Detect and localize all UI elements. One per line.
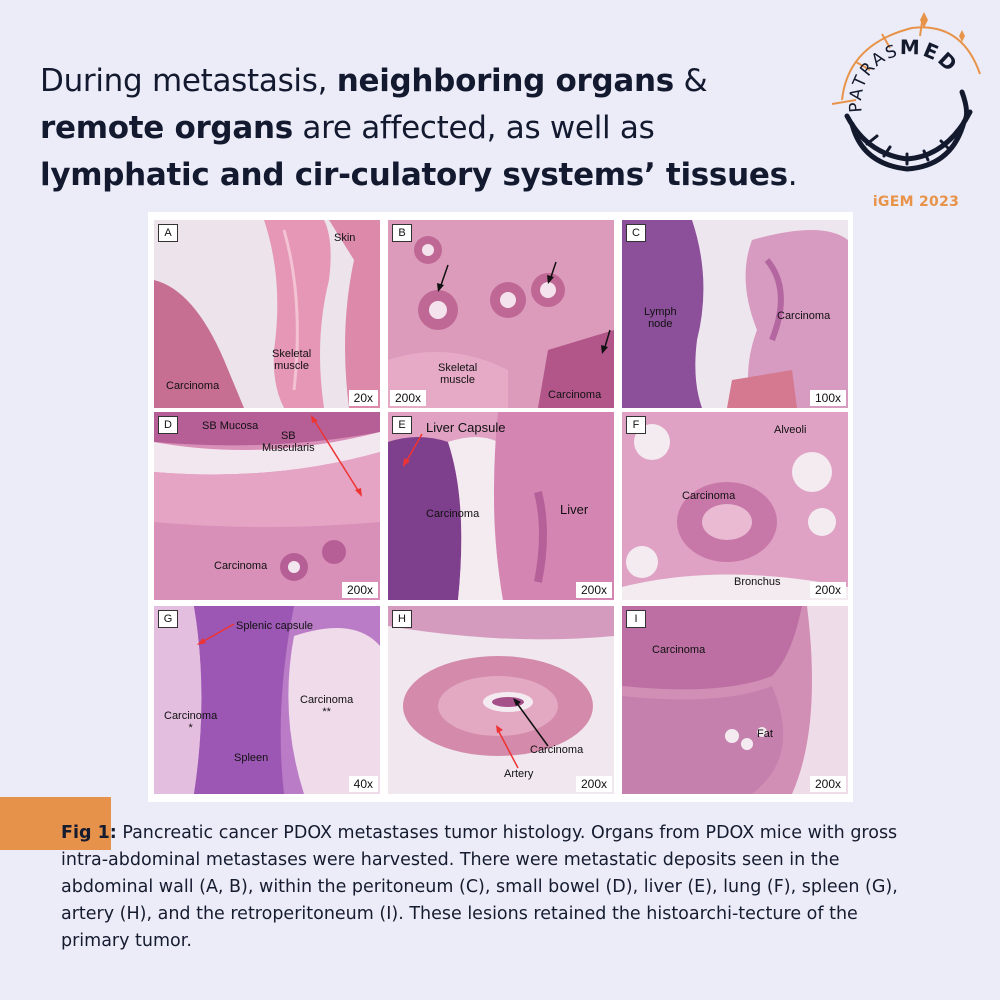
magnification-label: 100x bbox=[809, 390, 846, 406]
annotation-spleen: Spleen bbox=[234, 752, 269, 764]
panel-label: G bbox=[158, 610, 178, 628]
panel-label: F bbox=[626, 416, 646, 434]
panel-a: A Skin Skeletal muscle Carcinoma 20x bbox=[154, 220, 380, 408]
panel-b: B Skeletal muscle Carcinoma 200x bbox=[388, 220, 614, 408]
panel-c-image bbox=[622, 220, 848, 408]
annotation-carcinoma: Carcinoma bbox=[166, 380, 220, 392]
patrasmed-logo: PATRASMED bbox=[831, 12, 981, 172]
panel-label: A bbox=[158, 224, 178, 242]
annotation-carcinoma: Carcinoma bbox=[777, 310, 831, 322]
headline-part-1: During metastasis, bbox=[40, 63, 337, 99]
panel-h-image bbox=[388, 606, 614, 794]
panel-f: F Alveoli Carcinoma Bronchus 200x bbox=[622, 412, 848, 600]
magnification-label: 200x bbox=[575, 582, 612, 598]
annotation-carcinoma: Carcinoma bbox=[682, 490, 736, 502]
panel-d: D SB Mucosa SB Muscularis Carcinoma 200x bbox=[154, 412, 380, 600]
annotation-skin: Skin bbox=[334, 232, 356, 244]
star-accent-icon-2 bbox=[959, 30, 965, 42]
magnification-label: 200x bbox=[575, 776, 612, 792]
magnification-label: 200x bbox=[809, 582, 846, 598]
annotation-liver: Liver bbox=[560, 502, 589, 517]
logo-text-bold: MED bbox=[900, 35, 963, 77]
panel-f-image bbox=[622, 412, 848, 600]
figure-caption: Fig 1: Pancreatic cancer PDOX metastases… bbox=[61, 820, 931, 955]
headline-bold-remote: remote organs bbox=[40, 110, 293, 146]
annotation-bronchus: Bronchus bbox=[734, 576, 781, 588]
panel-label: I bbox=[626, 610, 646, 628]
annotation-carcinoma: Carcinoma bbox=[652, 644, 706, 656]
caption-text: Pancreatic cancer PDOX metastases tumor … bbox=[61, 823, 898, 951]
panel-i-image bbox=[622, 606, 848, 794]
headline-part-4: . bbox=[787, 157, 798, 193]
magnification-label: 200x bbox=[341, 582, 378, 598]
magnification-label: 20x bbox=[348, 390, 378, 406]
event-label: iGEM 2023 bbox=[872, 194, 960, 210]
annotation-carcinoma: Carcinoma bbox=[530, 744, 584, 756]
panel-label: D bbox=[158, 416, 178, 434]
caption-lead: Fig 1: bbox=[61, 823, 117, 843]
panel-label: H bbox=[392, 610, 412, 628]
headline-bold-neighboring: neighboring organs bbox=[336, 63, 675, 99]
annotation-splenic-capsule: Splenic capsule bbox=[236, 620, 314, 632]
panel-h: H Carcinoma Artery 200x bbox=[388, 606, 614, 794]
annotation-skeletal-muscle: Skeletal muscle bbox=[272, 348, 312, 372]
histology-figure: A Skin Skeletal muscle Carcinoma 20x B S… bbox=[148, 212, 853, 802]
panel-g-image bbox=[154, 606, 380, 794]
panel-label: C bbox=[626, 224, 646, 242]
annotation-skeletal-muscle: Skeletal muscle bbox=[438, 362, 478, 386]
panel-e-image bbox=[388, 412, 614, 600]
headline-part-3: are affected, as well as bbox=[292, 110, 655, 146]
annotation-carcinoma: Carcinoma bbox=[426, 508, 480, 520]
panel-c: C Lymph node Carcinoma 100x bbox=[622, 220, 848, 408]
panel-label: B bbox=[392, 224, 412, 242]
annotation-artery: Artery bbox=[504, 768, 534, 780]
headline-bold-systems: lymphatic and cir-culatory systems’ tiss… bbox=[40, 157, 788, 193]
panel-g: G Splenic capsule Carcinoma * Carcinoma … bbox=[154, 606, 380, 794]
accent-strand-icon bbox=[831, 21, 981, 105]
star-accent-icon bbox=[920, 12, 928, 28]
panel-label: E bbox=[392, 416, 412, 434]
headline-part-2: & bbox=[673, 63, 708, 99]
magnification-label: 200x bbox=[390, 390, 427, 406]
annotation-alveoli: Alveoli bbox=[774, 424, 807, 436]
annotation-carcinoma-double: Carcinoma ** bbox=[300, 694, 354, 718]
magnification-label: 40x bbox=[348, 776, 378, 792]
annotation-carcinoma: Carcinoma bbox=[214, 560, 268, 572]
annotation-liver-capsule: Liver Capsule bbox=[426, 420, 506, 435]
annotation-sb-mucosa: SB Mucosa bbox=[202, 420, 259, 432]
panel-e: E Liver Capsule Carcinoma Liver 200x bbox=[388, 412, 614, 600]
annotation-carcinoma-single: Carcinoma * bbox=[164, 710, 218, 734]
svg-text:PATRASMED: PATRASMED bbox=[846, 35, 963, 113]
magnification-label: 200x bbox=[809, 776, 846, 792]
annotation-carcinoma: Carcinoma bbox=[548, 389, 602, 401]
dna-helix-icon bbox=[844, 89, 973, 172]
logo-text: PATRAS bbox=[846, 41, 902, 114]
annotation-sb-muscularis: SB Muscularis bbox=[262, 430, 315, 454]
panel-b-image bbox=[388, 220, 614, 408]
panel-a-image bbox=[154, 220, 380, 408]
panel-i: I Carcinoma Fat 200x bbox=[622, 606, 848, 794]
caption-accent-bar bbox=[0, 797, 111, 850]
annotation-fat: Fat bbox=[757, 728, 773, 740]
headline: During metastasis, neighboring organs & … bbox=[40, 58, 820, 199]
annotation-lymph-node: Lymph node bbox=[644, 306, 677, 330]
